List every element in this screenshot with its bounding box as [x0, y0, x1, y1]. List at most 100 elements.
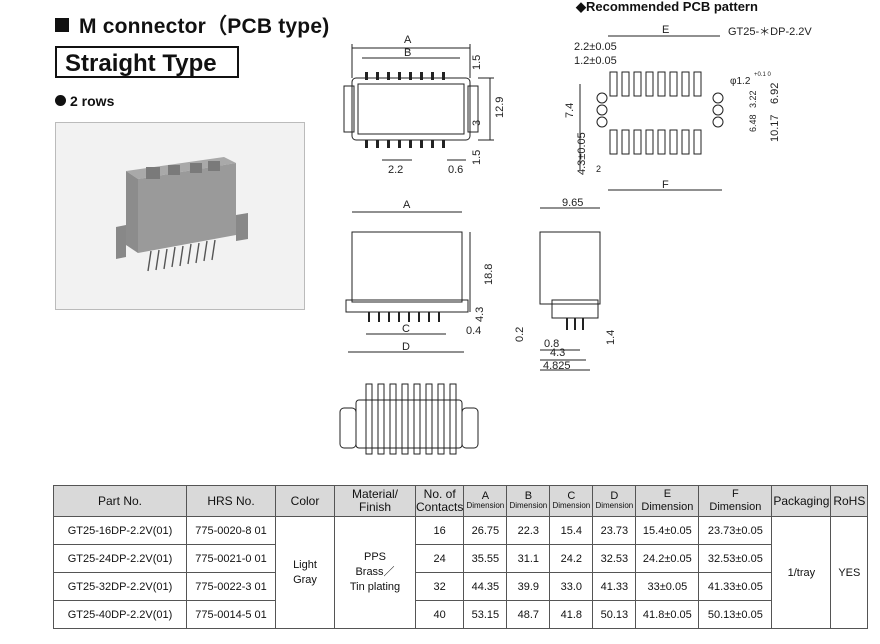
dim-top-5: 1.5 [471, 150, 483, 165]
pcb-d4: 10.17 [769, 114, 781, 142]
cell-hrs-no: 775-0014-5 01 [186, 600, 276, 629]
col-e-sub: Dimension [641, 501, 694, 513]
cell-contacts: 24 [414, 544, 465, 573]
pcb-f: F [662, 179, 669, 191]
cell-e: 41.8±0.05 [635, 600, 700, 629]
col-a-sub: Dimension [466, 501, 505, 510]
material-line-3: Tin plating [349, 581, 401, 593]
cell-f: 23.73±0.05 [698, 516, 773, 545]
dim-front-1: 4.3 [474, 307, 486, 322]
cell-d: 32.53 [592, 544, 637, 573]
subtitle-box: Straight Type [55, 46, 239, 78]
cell-packaging: 1/tray [771, 516, 832, 629]
pcb-part-ref: GT25-＊DP-2.2V [728, 26, 812, 38]
col-f-letter: F [731, 488, 739, 500]
dim-top-3: 12.9 [494, 97, 506, 118]
cell-b: 48.7 [506, 600, 551, 629]
col-c-letter: C [567, 490, 576, 502]
material-h1: Material/ [351, 487, 398, 501]
rows-label: 2 rows [55, 93, 114, 109]
col-packaging: Packaging [771, 485, 832, 517]
cell-f: 41.33±0.05 [698, 572, 773, 601]
technical-drawing: A B 1.5 3 12.9 2.2 0.6 1.5 A 18.8 4.3 0.… [339, 24, 812, 455]
cell-c: 41.8 [549, 600, 594, 629]
col-a-letter: A [481, 490, 490, 502]
col-e-letter: E [663, 488, 672, 500]
pcb-pattern-title: ◆Recommended PCB pattern [576, 0, 758, 15]
col-b-sub: Dimension [509, 501, 548, 510]
dim-c: C [402, 323, 410, 335]
col-material: Material/Finish [334, 485, 416, 517]
contacts-h2: Contacts [416, 500, 464, 514]
connector-illustration [116, 157, 248, 272]
cell-d: 23.73 [592, 516, 637, 545]
table-row: GT25-32DP-2.2V(01) 775-0022-3 01 32 44.3… [53, 572, 868, 601]
cell-d: 50.13 [592, 600, 637, 629]
cell-c: 33.0 [549, 572, 594, 601]
dim-side-4: 4.825 [543, 360, 571, 372]
col-f-sub: Dimension [709, 501, 762, 513]
pcb-e: E [662, 24, 669, 36]
cell-c: 24.2 [549, 544, 594, 573]
dim-top-1: 1.5 [471, 55, 483, 70]
cell-hrs-no: 775-0022-3 01 [186, 572, 276, 601]
pcb-pad-w: 2 [596, 164, 601, 174]
diamond-icon: ◆ [576, 0, 586, 14]
dim-front-h: 18.8 [483, 264, 495, 285]
cell-b: 22.3 [506, 516, 551, 545]
pcb-hole: φ1.2 [730, 76, 751, 87]
contacts-h1: No. of [423, 487, 456, 501]
dim-a-top: A [404, 34, 412, 46]
col-part-no: Part No. [53, 485, 187, 517]
dim-a-front: A [403, 199, 411, 211]
cell-part-no: GT25-24DP-2.2V(01) [53, 544, 187, 573]
spec-table: Part No. HRS No. Color Material/Finish N… [53, 485, 869, 629]
cell-f: 32.53±0.05 [698, 544, 773, 573]
cell-part-no: GT25-40DP-2.2V(01) [53, 600, 187, 629]
cell-contacts: 32 [414, 572, 465, 601]
material-h2: Finish [358, 500, 391, 514]
pcb-row: 7.4 [564, 103, 576, 118]
pcb-edge: 4.3±0.05 [576, 132, 588, 175]
cell-contacts: 40 [414, 600, 465, 629]
dim-side-1: 0.2 [514, 327, 526, 342]
cell-e: 15.4±0.05 [635, 516, 700, 545]
dim-d: D [402, 341, 410, 353]
title-text: M connector（PCB type) [79, 15, 330, 38]
page-title: M connector（PCB type) [55, 10, 329, 40]
cell-contacts: 16 [414, 516, 465, 545]
pcb-d3: 6.48 [748, 114, 758, 132]
rows-text: 2 rows [70, 93, 115, 109]
cell-b: 31.1 [506, 544, 551, 573]
square-bullet-icon [55, 18, 69, 33]
dim-side-3: 4.3 [550, 347, 565, 359]
col-c-sub: Dimension [552, 501, 591, 510]
cell-hrs-no: 775-0020-8 01 [186, 516, 276, 545]
cell-part-no: GT25-32DP-2.2V(01) [53, 572, 187, 601]
pcb-d2: 6.92 [769, 83, 781, 104]
cell-rohs: YES [830, 516, 869, 629]
cell-a: 53.15 [463, 600, 508, 629]
dim-side-5: 1.4 [605, 330, 617, 345]
cell-a: 35.55 [463, 544, 508, 573]
color-line-1: Light [293, 558, 317, 571]
dim-front-2: 0.4 [466, 325, 481, 337]
col-color: Color [275, 485, 335, 517]
col-hrs-no: HRS No. [186, 485, 276, 517]
col-d-letter: D [610, 490, 619, 502]
cell-c: 15.4 [549, 516, 594, 545]
material-line-2: Brass／ [355, 566, 395, 578]
dim-top-2: 3 [471, 120, 483, 126]
cell-a: 26.75 [463, 516, 508, 545]
cell-d: 41.33 [592, 572, 637, 601]
pcb-d1: 3.22 [748, 90, 758, 108]
